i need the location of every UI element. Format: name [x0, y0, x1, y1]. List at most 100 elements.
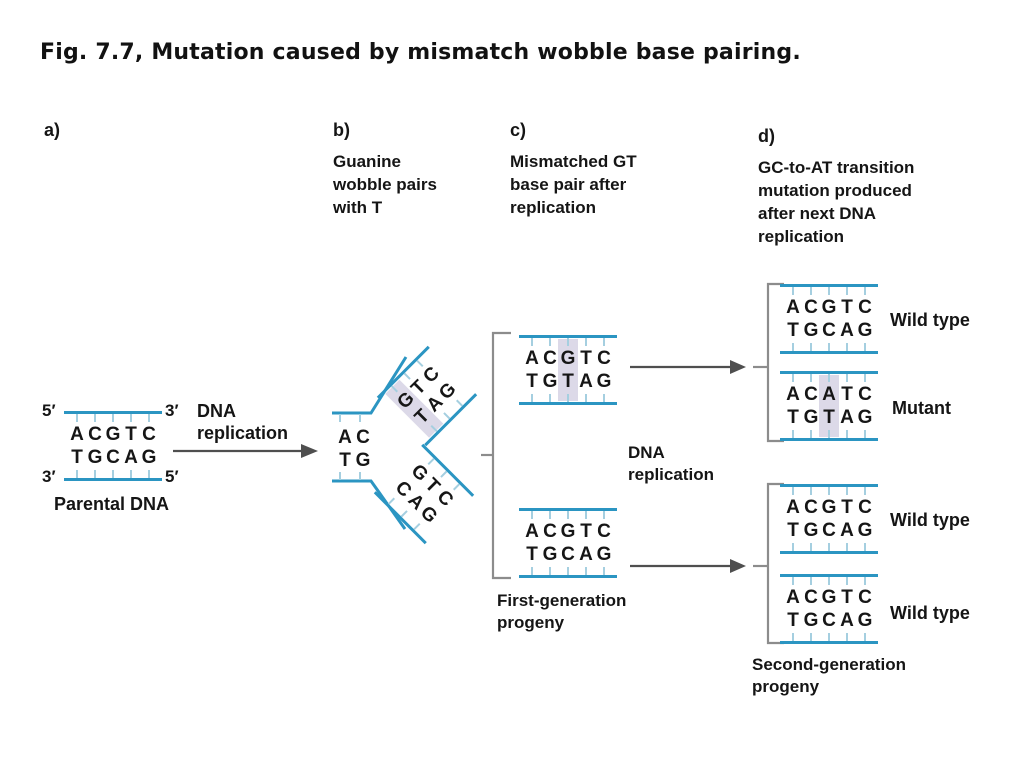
- base-pair-tick: [846, 343, 848, 351]
- wobble-highlight: [819, 375, 839, 437]
- panel-label-c: c): [510, 120, 527, 140]
- base-letter: C: [858, 297, 872, 318]
- base-letter: A: [525, 348, 539, 369]
- base-pair-tick: [549, 338, 551, 346]
- base-letter: T: [841, 497, 853, 518]
- base-pair-tick: [603, 567, 605, 575]
- strand-line: [519, 567, 617, 578]
- wild-type-label-1: Wild type: [890, 310, 970, 330]
- strand-end-label-3prime: 3′: [42, 467, 56, 486]
- strand-end-label-5prime: 5′: [42, 401, 56, 420]
- base-letter: G: [355, 450, 371, 471]
- base-letter: C: [561, 544, 575, 565]
- base-pair-tick: [567, 338, 569, 346]
- base-letter: G: [821, 587, 837, 608]
- base-pair-tick: [76, 470, 78, 478]
- base-letter: T: [841, 587, 853, 608]
- base-letter: G: [542, 544, 558, 565]
- base-pair-tick: [567, 511, 569, 519]
- base-letter: A: [840, 407, 854, 428]
- base-pair-tick: [864, 430, 866, 438]
- base-pair-tick: [585, 511, 587, 519]
- wild-type-label-2: Wild type: [890, 510, 970, 530]
- base-letter: T: [823, 407, 835, 428]
- base-pair-tick: [810, 487, 812, 495]
- base-pair-tick: [792, 374, 794, 382]
- strand-line: [780, 343, 878, 354]
- base-letter: A: [840, 520, 854, 541]
- base-pair-tick: [130, 470, 132, 478]
- base-pair-tick: [400, 510, 408, 518]
- base-letter: C: [822, 520, 836, 541]
- base-pair-tick: [810, 374, 812, 382]
- base-pair-tick: [94, 414, 96, 422]
- base-letter: G: [821, 497, 837, 518]
- strand-end-label-3prime: 3′: [165, 401, 179, 420]
- base-letter: G: [560, 348, 576, 369]
- base-letter: T: [526, 544, 538, 565]
- base-pair-tick: [413, 522, 421, 531]
- base-letter: C: [804, 587, 818, 608]
- base-pair-tick: [828, 487, 830, 495]
- base-letter: C: [804, 497, 818, 518]
- base-pair-tick: [792, 430, 794, 438]
- base-pair-tick: [585, 338, 587, 346]
- base-letter: A: [579, 544, 593, 565]
- strand-line: [780, 484, 878, 495]
- base-pair-tick: [792, 633, 794, 641]
- strand-line: [780, 574, 878, 585]
- mutant-label: Mutant: [892, 398, 951, 418]
- base-letter: G: [821, 297, 837, 318]
- base-pair-tick: [443, 412, 451, 420]
- base-pair-tick: [828, 633, 830, 641]
- base-pair-tick: [94, 470, 96, 478]
- base-letter: G: [560, 521, 576, 542]
- base-pair-tick: [531, 394, 533, 402]
- base-pair-tick: [846, 577, 848, 585]
- base-pair-tick: [585, 567, 587, 575]
- base-pair-tick: [810, 343, 812, 351]
- base-letter: T: [580, 521, 592, 542]
- panel-label-d: d): [758, 126, 775, 146]
- dna-replication-label-1: DNA replication: [197, 401, 289, 443]
- base-pair-tick: [603, 511, 605, 519]
- base-pair-tick: [846, 543, 848, 551]
- base-letter: G: [803, 610, 819, 631]
- base-letter: C: [597, 348, 611, 369]
- base-letter: A: [786, 497, 800, 518]
- panel-label-a: a): [44, 120, 61, 140]
- first-generation-progeny-label: First-generation progeny: [497, 591, 627, 632]
- base-letter: T: [125, 424, 137, 445]
- dna-replication-label-2: DNA replication: [628, 443, 714, 484]
- base-letter: C: [356, 427, 370, 448]
- fork-top-strand-line: [332, 356, 408, 415]
- base-pair-tick: [112, 414, 114, 422]
- base-pair-tick: [549, 567, 551, 575]
- base-letter: T: [71, 447, 83, 468]
- base-letter: T: [526, 371, 538, 392]
- base-pair-tick: [452, 483, 461, 491]
- base-letter: G: [105, 424, 121, 445]
- base-letter: T: [580, 348, 592, 369]
- base-pair-tick: [339, 414, 361, 422]
- base-letter: T: [787, 407, 799, 428]
- base-pair-tick: [427, 457, 435, 466]
- base-letter: G: [596, 371, 612, 392]
- base-letter: A: [338, 427, 352, 448]
- base-pair-tick: [531, 567, 533, 575]
- base-letter: C: [106, 447, 120, 468]
- base-letter: T: [562, 371, 574, 392]
- base-pair-tick: [531, 338, 533, 346]
- base-pair-tick: [387, 497, 396, 505]
- strand-line: [780, 543, 878, 554]
